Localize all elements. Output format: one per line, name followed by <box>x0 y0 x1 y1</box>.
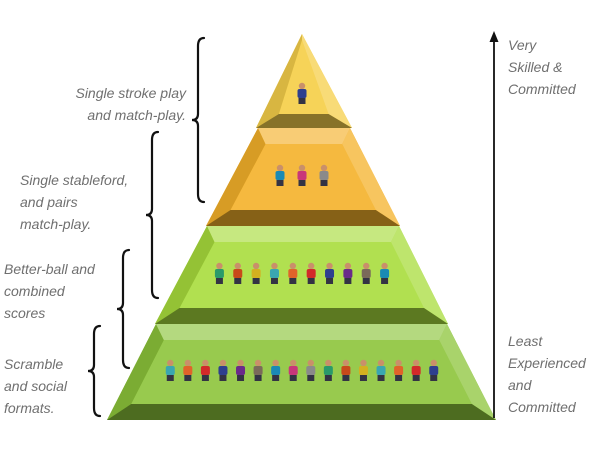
golfer-icon <box>288 262 298 284</box>
tier-4-label: Scramble and social formats. <box>4 356 68 416</box>
pyramid-tier-3 <box>155 226 448 324</box>
tier-top-ledge <box>156 324 447 340</box>
golfer-icon <box>165 359 175 381</box>
golfer-icon <box>271 359 281 381</box>
golfer-icon <box>376 359 386 381</box>
curly-brace-icon <box>116 248 131 370</box>
tier-bottom-ledge <box>155 308 448 324</box>
tier-right-bevel <box>391 226 448 324</box>
axis-bottom-label: Least Experienced and Committed <box>508 333 586 415</box>
golfer-icon <box>269 262 279 284</box>
tier-face <box>278 40 329 114</box>
golfer-icon <box>233 262 243 284</box>
arrow-head-icon <box>489 31 499 42</box>
tier-bottom-ledge <box>256 114 352 128</box>
golfer-icon <box>251 262 261 284</box>
golfer-icon <box>411 359 421 381</box>
golfer-icon <box>183 359 193 381</box>
tier-left-bevel <box>206 128 266 226</box>
golfer-icon <box>319 164 329 186</box>
pyramid-tier-2 <box>206 128 400 226</box>
curly-brace-icon <box>87 324 102 418</box>
golfer-icon <box>297 82 307 104</box>
golfer-icon <box>218 359 228 381</box>
golfer-icon <box>275 164 285 186</box>
pyramid-tier-4 <box>107 324 496 420</box>
golfer-icon <box>306 359 316 381</box>
tier-left-bevel <box>107 324 164 420</box>
tier-bottom-ledge <box>206 210 400 226</box>
golfer-icon <box>358 359 368 381</box>
golfer-icon <box>380 262 390 284</box>
tier-top-ledge <box>207 226 399 242</box>
golfer-icon <box>306 262 316 284</box>
golfer-icon <box>214 262 224 284</box>
tier-top-ledge <box>258 128 350 144</box>
pyramid-tier-1 <box>256 34 352 128</box>
tier-left-bevel <box>155 226 215 324</box>
golfer-icon <box>323 359 333 381</box>
golfer-icon <box>200 359 210 381</box>
golfer-icon <box>236 359 246 381</box>
golfer-icon <box>253 359 263 381</box>
golfer-icon <box>394 359 404 381</box>
golfer-icon <box>288 359 298 381</box>
tier-face <box>131 340 472 404</box>
tier-right-bevel <box>302 34 352 128</box>
golfer-icon <box>325 262 335 284</box>
golfer-icon <box>429 359 439 381</box>
tier-face <box>179 242 424 308</box>
golfer-icon <box>343 262 353 284</box>
tier-left-bevel <box>256 34 302 128</box>
tier-bottom-ledge <box>107 404 496 420</box>
tier-2-label: Single stableford, and pairs match-play. <box>20 172 129 232</box>
tier-1-label: Single stroke play and match-play. <box>75 85 186 123</box>
skill-axis-arrow <box>489 31 499 418</box>
tier-right-bevel <box>439 324 496 420</box>
tier-right-bevel <box>342 128 400 226</box>
axis-top-label: Very Skilled & Committed <box>508 37 576 97</box>
golfer-icon <box>341 359 351 381</box>
curly-brace-icon <box>145 130 160 300</box>
tier-3-label: Better-ball and combined scores <box>4 261 95 321</box>
golfer-icon <box>297 164 307 186</box>
curly-brace-icon <box>191 36 206 204</box>
golfer-icon <box>361 262 371 284</box>
